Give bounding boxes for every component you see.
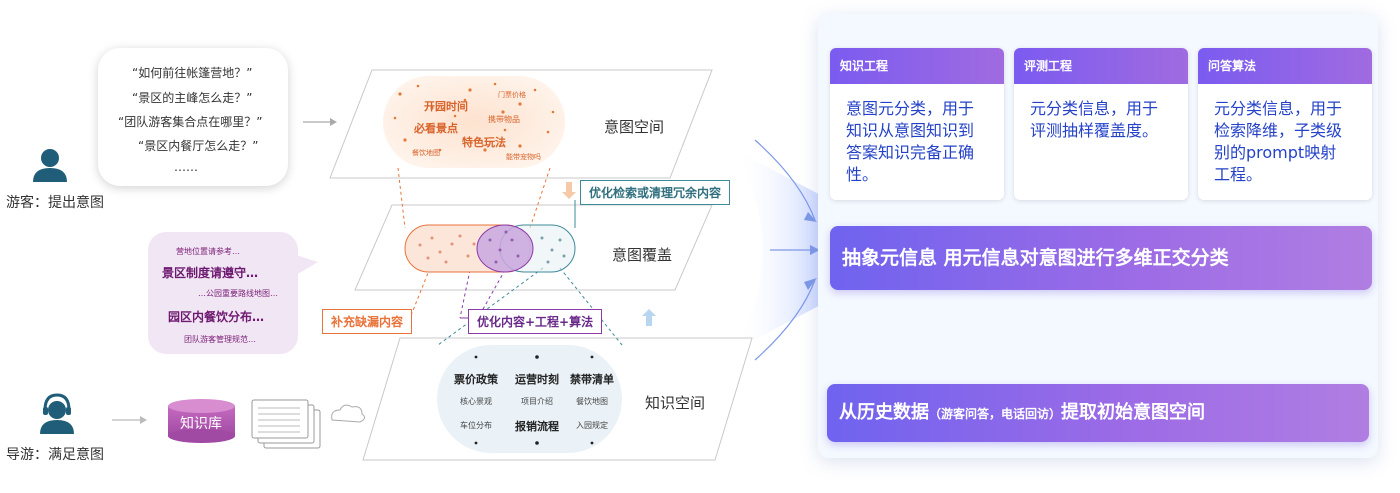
knowledge-item: 项目介绍 [521,397,553,406]
intent-word: 必看景点 [414,122,458,135]
intent-coverage-label: 意图覆盖 [612,246,673,264]
band-abstract-meta-info: 抽象元信息 用元信息对意图进行多维正交分类 [830,226,1372,290]
cloud-icon [331,404,366,423]
intent-word: 特色玩法 [462,136,506,149]
card-line: 知识从意图知识到 [846,121,975,140]
card-line: 答案知识完备正确 [846,143,975,162]
card-line: 元分类信息，用于 [1214,99,1343,118]
knowledge-item: 车位分布 [460,421,492,430]
band-text-paren: （游客问答，电话回访） [929,407,1062,421]
knowledge-dots [474,355,594,445]
card-evaluation-engineering: 评测工程 元分类信息，用于 评测抽样覆盖度。 [1014,48,1188,200]
document-stack-icon [251,399,321,449]
knowledge-item: 入园规定 [576,421,608,430]
optimize-search-callout: 优化检索或清理冗余内容 [580,180,731,205]
knowledge-item: 核心景观 [460,397,492,406]
intent-space-label: 意图空间 [604,118,665,136]
knowledge-bubble-tail [296,255,318,275]
card-line: 工程。 [1214,165,1263,184]
band-extract-intent-space: 从历史数据（游客问答，电话回访）提取初始意图空间 [827,384,1369,442]
coverage-purple-overlap [476,224,534,273]
knowledge-item: 报销流程 [515,420,559,433]
question-text: “如何前往帐篷营地？” [132,66,253,80]
question-bubble-tail [78,155,102,170]
card-title: 问答算法 [1198,48,1372,84]
summary-panel: 知识工程 意图元分类，用于 知识从意图知识到 答案知识完备正确 性。 评测工程 … [818,14,1378,458]
card-line: 元分类信息，用于 [1030,99,1159,118]
guide-knowledge-bubble: 营地位置请参考… 景区制度请遵守… …公园重要路线地图… 园区内餐饮分布… 团队… [148,232,298,354]
card-line: 别的prompt映射 [1214,143,1337,162]
knowledge-base-cylinder [168,399,235,443]
intent-word: 门票价格 [498,91,526,99]
knowledge-item: 禁带清单 [570,373,614,386]
intent-cloud-dots [393,82,555,152]
funnel-arrow-2 [754,279,816,361]
knowledge-space-label: 知识空间 [645,394,706,412]
card-line: 性。 [846,165,879,184]
question-text: “景区的主峰怎么走？” [132,91,253,105]
visitor-label: 游客：提出意图 [6,195,104,211]
card-line: 评测抽样覆盖度。 [1030,121,1159,140]
fill-missing-callout: 补充缺漏内容 [322,309,413,334]
card-body: 元分类信息，用于 评测抽样覆盖度。 [1014,84,1188,152]
knowledge-item: 餐饮地图 [576,397,608,406]
question-text: “景区内餐厅怎么走？” [138,139,259,153]
optimize-content-callout: 优化内容+工程+算法 [468,309,603,334]
band-text: 提取初始意图空间 [1061,402,1206,423]
card-knowledge-engineering: 知识工程 意图元分类，用于 知识从意图知识到 答案知识完备正确 性。 [830,48,1004,200]
intent-word: 携带物品 [488,115,520,124]
band-text: 从历史数据 [839,402,929,423]
knowledge-snippet: 景区制度请遵守… [162,266,259,280]
visitor-question-bubble: “如何前往帐篷营地？” “景区的主峰怎么走？” “团队游客集合点在哪里？” “景… [98,48,288,186]
card-title: 知识工程 [830,48,1004,84]
question-text: “团队游客集合点在哪里？” [118,115,263,129]
knowledge-snippet: …公园重要路线地图… [198,289,278,298]
card-line: 意图元分类，用于 [846,99,975,118]
knowledge-snippet: 园区内餐饮分布… [168,310,265,324]
question-ellipsis: …… [174,160,198,174]
knowledge-item: 票价政策 [454,373,498,386]
knowledge-snippet: 营地位置请参考… [176,247,240,256]
intent-word: 餐饮地图 [412,149,440,157]
intent-word: 开园时间 [424,100,468,113]
card-title: 评测工程 [1014,48,1188,84]
card-body: 意图元分类，用于 知识从意图知识到 答案知识完备正确 性。 [830,84,1004,196]
intent-word: 能带宠物吗 [506,153,541,161]
card-line: 检索降维，子类级 [1214,121,1343,140]
guide-person-icon [40,393,74,434]
visitor-person-icon [33,149,67,182]
card-qa-algorithm: 问答算法 元分类信息，用于 检索降维，子类级 别的prompt映射 工程。 [1198,48,1372,200]
card-body: 元分类信息，用于 检索降维，子类级 别的prompt映射 工程。 [1198,84,1372,196]
funnel-arrow-1 [754,139,816,221]
knowledge-base-label: 知识库 [180,416,222,432]
guide-label: 导游：满足意图 [6,447,104,463]
knowledge-item: 运营时刻 [515,373,559,386]
knowledge-snippet: 团队游客管理规范… [184,335,256,344]
knowledge-capsule [437,345,622,453]
